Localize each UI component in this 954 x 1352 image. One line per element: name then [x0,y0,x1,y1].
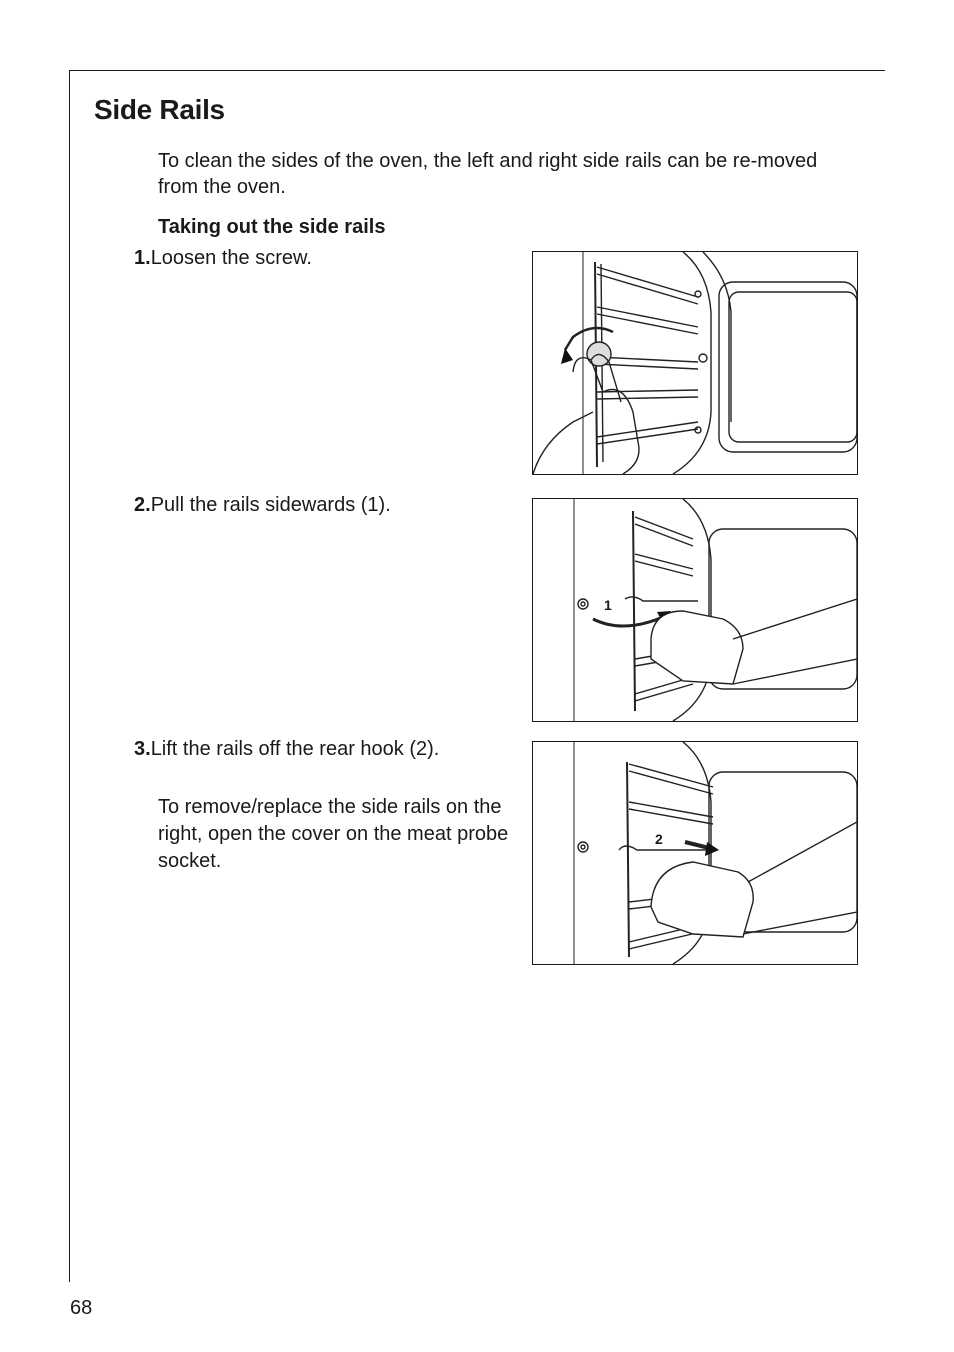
lift-rails-illustration [573,742,857,964]
step-1-text: Loosen the screw. [150,247,312,269]
step-1: 1.Loosen the screw. [134,245,312,271]
figure-loosen-screw [532,251,858,475]
pull-rails-illustration [573,499,857,721]
loosen-screw-illustration [533,252,857,474]
section-subheading: Taking out the side rails [158,216,386,238]
callout-2: 2 [655,831,663,847]
step-3-number: 3. [134,738,151,760]
step-2: 2.Pull the rails sidewards (1). [134,492,391,518]
intro-paragraph: To clean the sides of the oven, the left… [158,150,818,198]
step-1-number: 1. [134,247,151,269]
step-2-number: 2. [134,494,151,516]
note-paragraph: To remove/replace the side rails on the … [158,796,509,872]
page-title: Side Rails [94,94,225,125]
step-3-text: Lift the rails off the rear hook (2). [150,738,440,760]
figure-lift-rails: 2 [532,741,858,965]
step-3: 3.Lift the rails off the rear hook (2). [134,736,439,762]
page-number: 68 [70,1297,93,1319]
step-2-text: Pull the rails sidewards (1). [150,494,391,516]
callout-1: 1 [604,597,612,613]
left-margin-rule [69,70,70,1282]
figure-pull-rails: 1 [532,498,858,722]
top-rule [69,70,885,71]
